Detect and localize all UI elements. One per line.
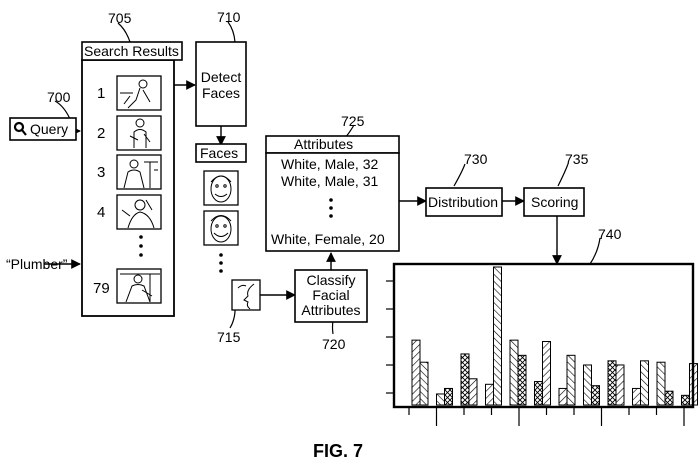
thumbnail-sketches — [120, 79, 160, 303]
face-sketches — [210, 175, 255, 310]
attribute-row: White, Female, 20 — [271, 231, 385, 247]
worker-with-clipboard-icon — [116, 115, 162, 151]
chart-bar — [542, 341, 551, 406]
scoring-box — [523, 187, 585, 217]
classify-label: Classify Facial Attributes — [301, 272, 361, 318]
chart-bar — [485, 383, 494, 406]
distribution-box — [425, 187, 503, 217]
result-number: 79 — [93, 280, 110, 297]
leader-lines — [54, 21, 601, 335]
detect-faces-box — [195, 41, 247, 127]
face-thumbnails — [203, 170, 261, 311]
smiling-man-face-icon — [203, 170, 239, 206]
detect-faces-label: Detect Faces — [200, 69, 242, 101]
chart-bar — [689, 363, 698, 406]
query-button-label[interactable]: Query — [30, 121, 69, 137]
chart-bar — [566, 354, 576, 406]
chart-bar — [411, 339, 421, 406]
chart-bar — [591, 385, 600, 406]
result-number: 4 — [97, 204, 106, 221]
result-number: 3 — [97, 164, 106, 181]
chart-bar — [558, 387, 568, 406]
scoring-label: Scoring — [531, 194, 579, 210]
smiling-man-face-icon — [203, 210, 239, 246]
face-profile-icon — [231, 279, 261, 311]
figure-caption: FIG. 7 — [313, 441, 364, 461]
attributes-list-box — [265, 152, 400, 252]
search-results-label-box — [81, 41, 183, 61]
distribution-ref-number: 730 — [464, 151, 488, 167]
chart-bar — [534, 381, 543, 406]
attributes-ref-number: 725 — [341, 113, 365, 129]
result-number: 2 — [97, 125, 106, 142]
magnifier-icon — [13, 121, 27, 136]
chart-bar — [640, 360, 649, 406]
classify-ref-number: 720 — [322, 336, 346, 352]
chart-bar — [583, 364, 592, 406]
chart-bar — [664, 390, 674, 406]
attribute-row: White, Male, 31 — [281, 173, 379, 189]
attribute-row: White, Male, 32 — [281, 156, 379, 172]
chart-bar — [436, 393, 445, 406]
connectors — [44, 80, 562, 300]
attributes-title: Attributes — [294, 136, 354, 152]
chart-bar — [632, 387, 641, 406]
chart-bar — [615, 364, 625, 406]
chart-ref-number: 740 — [598, 226, 622, 242]
query-ref-number: 700 — [47, 89, 71, 105]
chart-bar — [468, 378, 478, 406]
plumber-query-text: “Plumber” — [6, 256, 68, 272]
scoring-ref-number: 735 — [565, 151, 589, 167]
chart-bar — [493, 266, 502, 406]
distribution-label: Distribution — [428, 194, 499, 210]
chart-bar — [607, 360, 617, 406]
chart-bars — [411, 266, 698, 406]
chart-bar — [517, 354, 527, 406]
chart-bar — [460, 353, 470, 406]
faces-title: Faces — [200, 145, 239, 161]
faces-ref-number: 715 — [217, 329, 241, 345]
chart-ticks — [386, 280, 685, 426]
classify-box — [294, 269, 368, 323]
chart-bar — [419, 361, 429, 406]
search-results-title: Search Results — [84, 43, 179, 59]
result-thumbnails — [116, 75, 162, 304]
result-number: 1 — [97, 85, 106, 102]
search-results-ref-number: 705 — [108, 10, 132, 26]
chart-bar — [444, 387, 453, 406]
detect-faces-ref-number: 710 — [217, 9, 241, 25]
chart-bar — [509, 339, 519, 406]
ellipsis-dots — [139, 198, 333, 273]
chart-bar — [681, 394, 690, 406]
chart-bar — [656, 361, 666, 406]
faces-label-box — [195, 143, 247, 163]
worker-at-pipes-icon — [116, 154, 162, 190]
